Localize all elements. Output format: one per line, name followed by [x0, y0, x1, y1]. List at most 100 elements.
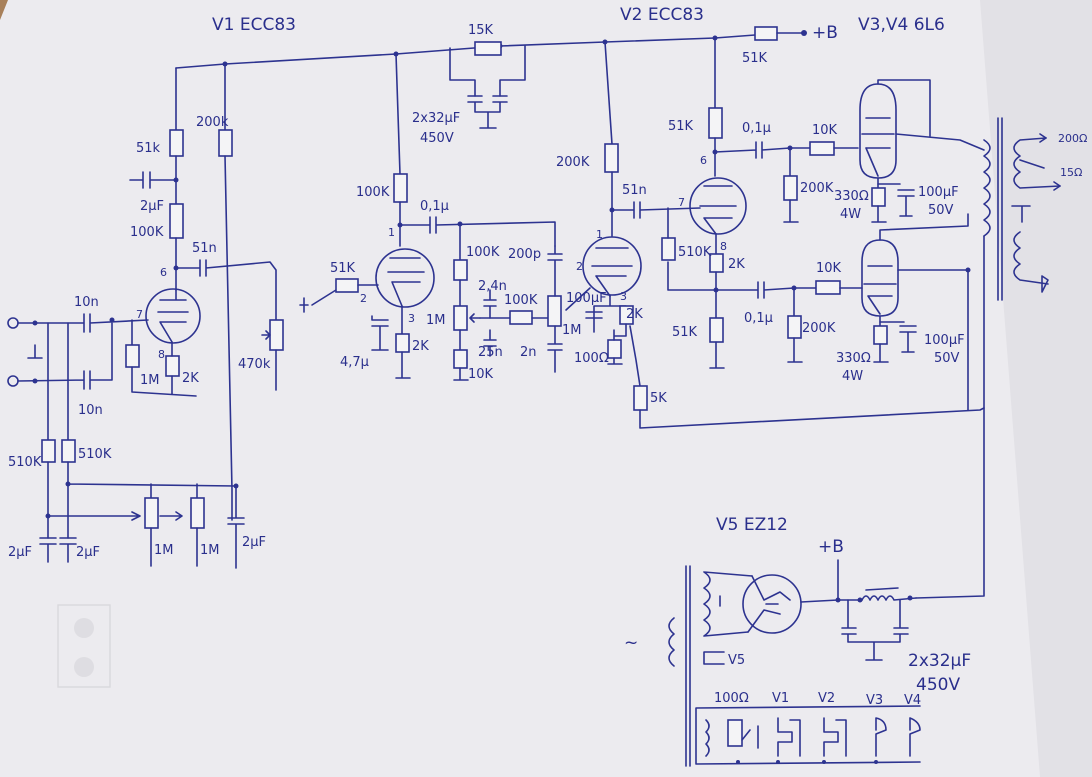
- r2k-v2b-label: 2K: [728, 257, 745, 272]
- out-15-label: 15Ω: [1060, 166, 1082, 179]
- p1m-tone-label: 1M: [426, 313, 446, 328]
- c25n-label: 25n: [478, 345, 503, 360]
- c01u-mid-label: 0,1µ: [420, 199, 449, 214]
- r51k-top-label: 51K: [742, 51, 768, 66]
- heater-v1-label: V1: [772, 691, 789, 706]
- b-plus-label-top: +B: [812, 23, 838, 43]
- r100k-mid-label: 100K: [356, 185, 390, 200]
- r51k-v1-label: 51k: [136, 141, 161, 156]
- faint-circle-a: [74, 618, 94, 638]
- r200k-b-label: 200K: [802, 321, 836, 336]
- r2k-v1-label: 2K: [182, 371, 199, 386]
- r330-a-label: 330Ω: [834, 189, 869, 204]
- v1-pin8: 8: [158, 348, 165, 361]
- c47u-label: 4,7µ: [340, 355, 369, 370]
- paper-shadow: [980, 0, 1092, 777]
- b-plus-label-bottom: +B: [818, 537, 844, 557]
- p1m-tone2-label: 1M: [562, 323, 582, 338]
- r2k-mid-label: 2K: [412, 339, 429, 354]
- r10k-b-label: 10K: [816, 261, 842, 276]
- vmid-pin1: 1: [388, 226, 395, 239]
- c24n-label: 2,4n: [478, 279, 507, 294]
- c10n-b-label: 10n: [78, 403, 103, 418]
- r200k-a-label: 200K: [800, 181, 834, 196]
- r51k-v2b-label: 51K: [668, 119, 694, 134]
- cap-top-v-label: 450V: [420, 131, 454, 146]
- vmid-pin2: 2: [360, 292, 367, 305]
- r510k-a-label: 510K: [8, 455, 42, 470]
- c100u-v2-label: 100µF: [566, 291, 607, 306]
- cap-bottom-label: 2x32µF: [908, 651, 971, 671]
- r200k-v2-label: 200K: [556, 155, 590, 170]
- r330-b-label: 330Ω: [836, 351, 871, 366]
- r200k-v1-label: 200k: [196, 115, 229, 130]
- heater-100-label: 100Ω: [714, 691, 749, 706]
- heater-v2-label: V2: [818, 691, 835, 706]
- c2n-label: 2n: [520, 345, 537, 360]
- p470k-label: 470k: [238, 357, 271, 372]
- v2-pin8: 8: [720, 240, 727, 253]
- c200p-label: 200p: [508, 247, 541, 262]
- out-200-label: 200Ω: [1058, 132, 1087, 145]
- p1m-b-label: 1M: [200, 543, 220, 558]
- r51k-mid-label: 51K: [330, 261, 356, 276]
- v1-pin6: 6: [160, 266, 167, 279]
- v5-heater-label: V5: [728, 653, 745, 668]
- c2uf-b-label: 2µF: [76, 545, 100, 560]
- cap-top-label: 2x32µF: [412, 111, 460, 126]
- v2-pin3: 3: [620, 290, 627, 303]
- r5k-label: 5K: [650, 391, 667, 406]
- c51n-v2-label: 51n: [622, 183, 647, 198]
- faint-marking: [57, 604, 111, 688]
- c100u-a-label: 100µF: [918, 185, 959, 200]
- r510k-b-label: 510K: [78, 447, 112, 462]
- v1-stage: [7, 63, 309, 569]
- r2k-v2-label: 2K: [626, 307, 643, 322]
- c10n-a-label: 10n: [74, 295, 99, 310]
- r10k-a-label: 10K: [812, 123, 838, 138]
- v2-stage: [582, 37, 985, 429]
- mains-symbol: ~: [624, 633, 638, 653]
- v2-pin7: 7: [678, 196, 685, 209]
- c2uf-c-label: 2µF: [242, 535, 266, 550]
- filter-15k: [449, 41, 526, 129]
- v2-label: V2 ECC83: [620, 5, 704, 25]
- v2-pin1: 1: [596, 228, 603, 241]
- power-supply: [668, 559, 921, 767]
- heater-v4-label: V4: [904, 693, 921, 708]
- r100k-tone2-label: 100K: [504, 293, 538, 308]
- v2-pin2: 2: [576, 260, 583, 273]
- v1-pin7: 7: [136, 308, 143, 321]
- r1m-v1-label: 1M: [140, 373, 160, 388]
- v2-pin6: 6: [700, 154, 707, 167]
- r51k-v2c-label: 51K: [672, 325, 698, 340]
- c100u-b-v-label: 50V: [934, 351, 960, 366]
- output-stage: [859, 79, 1061, 599]
- heater-v3-label: V3: [866, 693, 883, 708]
- v5-label: V5 EZ12: [716, 515, 788, 535]
- c01u-a-label: 0,1µ: [742, 121, 771, 136]
- r15k-label: 15K: [468, 23, 494, 38]
- faint-circle-b: [74, 657, 94, 677]
- v34-label: V3,V4 6L6: [858, 15, 945, 35]
- vmid-pin3: 3: [408, 312, 415, 325]
- c01u-b-label: 0,1µ: [744, 311, 773, 326]
- c2uf-v1-label: 2µF: [140, 199, 164, 214]
- c51n-v1-label: 51n: [192, 241, 217, 256]
- c100u-b-label: 100µF: [924, 333, 965, 348]
- c2uf-a-label: 2µF: [8, 545, 32, 560]
- p1m-a-label: 1M: [154, 543, 174, 558]
- r330-a-w-label: 4W: [840, 207, 861, 222]
- mid-stage: [311, 53, 591, 381]
- r330-b-w-label: 4W: [842, 369, 863, 384]
- r100-v2-label: 100Ω: [574, 351, 609, 366]
- cap-bottom-v-label: 450V: [916, 675, 960, 695]
- r10k-tone-label: 10K: [468, 367, 494, 382]
- c100u-a-v-label: 50V: [928, 203, 954, 218]
- r100k-tone-label: 100K: [466, 245, 500, 260]
- r510k-v2-label: 510K: [678, 245, 712, 260]
- r100k-v1-label: 100K: [130, 225, 164, 240]
- v1-label: V1 ECC83: [212, 15, 296, 35]
